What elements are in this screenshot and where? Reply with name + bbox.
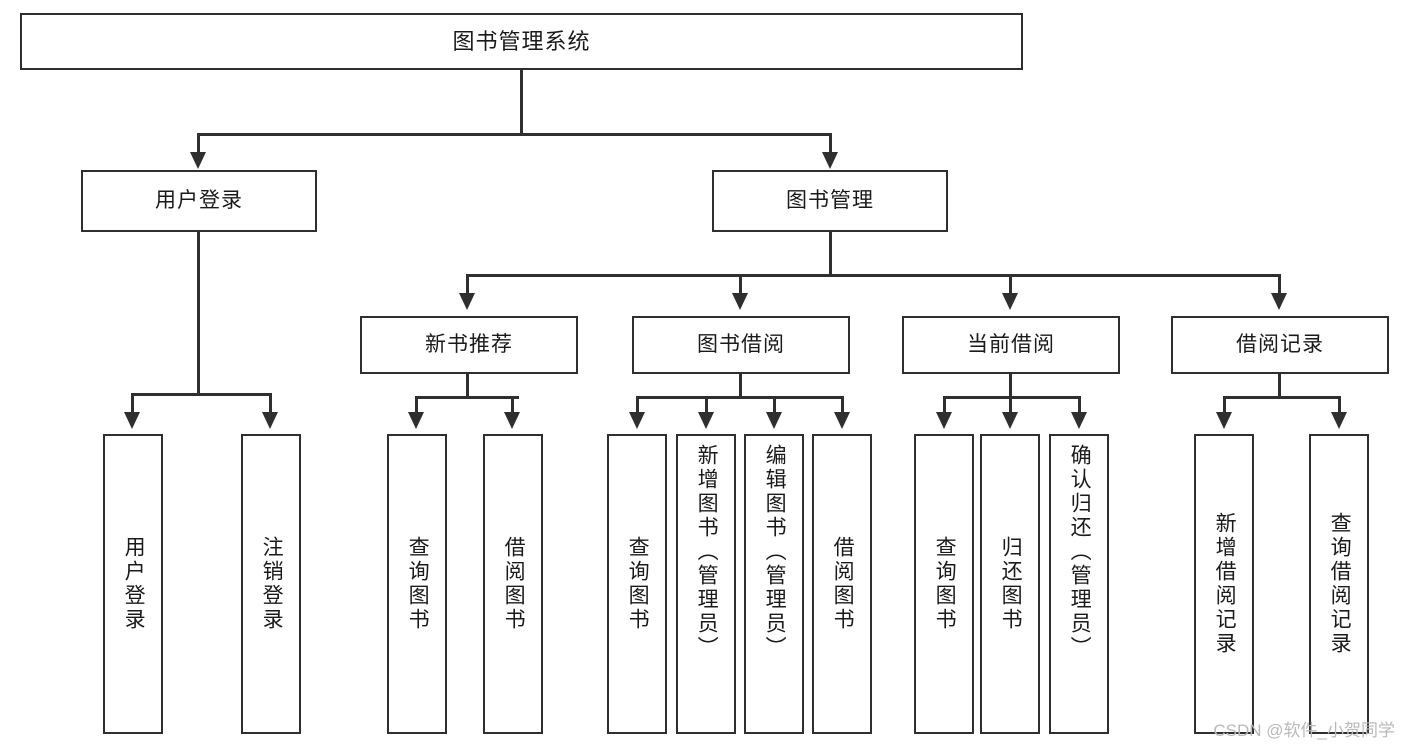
- connector-new-book-bus: [415, 396, 519, 399]
- connector-br-to-leaf-2: [1338, 396, 1341, 415]
- arrowhead-leaf-logout-login: [262, 412, 278, 429]
- node-leaf-borrow-book-2-label: 借阅图书: [831, 536, 855, 632]
- arrowhead-leaf-query-book-1: [408, 412, 424, 429]
- connector-borrow-record-bus: [1223, 396, 1340, 399]
- connector-borrow-record-stem: [1278, 374, 1281, 398]
- connector-cb-to-leaf-2: [1009, 396, 1012, 415]
- node-new-book-recommend[interactable]: 新书推荐: [360, 316, 578, 374]
- node-new-book-recommend-label: 新书推荐: [425, 332, 513, 356]
- node-leaf-edit-book-label: 编辑图书（管理员）: [763, 444, 787, 660]
- node-leaf-query-book-1-label: 查询图书: [406, 536, 430, 632]
- node-leaf-return-book[interactable]: 归还图书: [980, 434, 1040, 734]
- arrowhead-leaf-add-book: [698, 412, 714, 429]
- connector-root-to-user-login: [197, 133, 200, 157]
- arrowhead-leaf-query-book-2: [629, 412, 645, 429]
- node-book-borrow-label: 图书借阅: [697, 332, 785, 356]
- node-leaf-logout-login[interactable]: 注销登录: [241, 434, 301, 734]
- connector-bm-to-borrow-record: [1278, 274, 1281, 296]
- node-book-management[interactable]: 图书管理: [712, 170, 948, 232]
- connector-bb-to-leaf-1: [636, 396, 639, 415]
- arrowhead-user-login: [190, 152, 206, 169]
- connector-bb-to-leaf-2: [705, 396, 708, 415]
- node-leaf-add-book-label: 新增图书（管理员）: [695, 444, 719, 660]
- node-leaf-edit-book[interactable]: 编辑图书（管理员）: [744, 434, 804, 734]
- node-user-login[interactable]: 用户登录: [81, 170, 317, 232]
- csdn-watermark: CSDN @软件_小贺同学: [1213, 721, 1395, 740]
- connector-bb-to-leaf-3: [773, 396, 776, 415]
- node-current-borrow-label: 当前借阅: [967, 332, 1055, 356]
- node-current-borrow[interactable]: 当前借阅: [902, 316, 1120, 374]
- connector-bm-to-book-borrow: [739, 274, 742, 296]
- arrowhead-leaf-borrow-book-2: [834, 412, 850, 429]
- connector-book-management-stem: [829, 232, 832, 276]
- node-leaf-query-book-3[interactable]: 查询图书: [914, 434, 974, 734]
- node-borrow-record[interactable]: 借阅记录: [1171, 316, 1389, 374]
- arrowhead-book-borrow: [732, 293, 748, 310]
- arrowhead-leaf-confirm-return: [1071, 412, 1087, 429]
- node-leaf-confirm-return-label: 确认归还（管理员）: [1068, 444, 1092, 660]
- connector-root-stem: [520, 70, 523, 134]
- node-leaf-logout-login-label: 注销登录: [260, 536, 284, 632]
- node-leaf-query-record-label: 查询借阅记录: [1328, 512, 1352, 656]
- node-leaf-query-record[interactable]: 查询借阅记录: [1309, 434, 1369, 734]
- node-leaf-return-book-label: 归还图书: [999, 536, 1023, 632]
- arrowhead-book-management: [822, 152, 838, 169]
- node-leaf-user-login-label: 用户登录: [122, 536, 146, 632]
- arrowhead-borrow-record: [1271, 293, 1287, 310]
- node-book-management-label: 图书管理: [786, 188, 874, 212]
- connector-cb-to-leaf-3: [1078, 396, 1081, 415]
- node-leaf-add-record[interactable]: 新增借阅记录: [1194, 434, 1254, 734]
- connector-user-login-to-leaf-1: [131, 393, 134, 415]
- connector-book-borrow-bus: [636, 396, 844, 399]
- node-leaf-add-record-label: 新增借阅记录: [1213, 512, 1237, 656]
- node-leaf-add-book[interactable]: 新增图书（管理员）: [676, 434, 736, 734]
- node-leaf-query-book-3-label: 查询图书: [933, 536, 957, 632]
- arrowhead-new-book-recommend: [459, 293, 475, 310]
- node-root[interactable]: 图书管理系统: [20, 13, 1023, 70]
- connector-current-borrow-stem: [1009, 374, 1012, 398]
- node-leaf-borrow-book-2[interactable]: 借阅图书: [812, 434, 872, 734]
- connector-new-book-to-leaf-1: [415, 396, 418, 415]
- connector-user-login-stem: [197, 232, 200, 395]
- connector-user-login-bus: [131, 393, 271, 396]
- node-leaf-borrow-book-1[interactable]: 借阅图书: [483, 434, 543, 734]
- node-borrow-record-label: 借阅记录: [1236, 332, 1324, 356]
- connector-br-to-leaf-1: [1223, 396, 1226, 415]
- connector-root-bus: [197, 133, 831, 136]
- connector-bm-to-new-book: [466, 274, 469, 296]
- node-leaf-user-login[interactable]: 用户登录: [103, 434, 163, 734]
- connector-book-borrow-stem: [739, 374, 742, 398]
- arrowhead-current-borrow: [1002, 293, 1018, 310]
- connector-bm-to-current-borrow: [1009, 274, 1012, 296]
- connector-cb-to-leaf-1: [943, 396, 946, 415]
- connector-bb-to-leaf-4: [841, 396, 844, 415]
- connector-user-login-to-leaf-2: [269, 393, 272, 415]
- node-leaf-query-book-2[interactable]: 查询图书: [607, 434, 667, 734]
- node-book-borrow[interactable]: 图书借阅: [632, 316, 850, 374]
- connector-book-management-bus: [466, 274, 1280, 277]
- arrowhead-leaf-query-book-3: [936, 412, 952, 429]
- connector-new-book-stem: [466, 374, 469, 398]
- node-leaf-confirm-return[interactable]: 确认归还（管理员）: [1049, 434, 1109, 734]
- arrowhead-leaf-edit-book: [766, 412, 782, 429]
- arrowhead-leaf-query-record: [1331, 412, 1347, 429]
- arrowhead-leaf-user-login: [124, 412, 140, 429]
- arrowhead-leaf-return-book: [1002, 412, 1018, 429]
- connector-root-to-book-management: [829, 133, 832, 157]
- node-user-login-label: 用户登录: [155, 188, 243, 212]
- arrowhead-leaf-add-record: [1216, 412, 1232, 429]
- node-leaf-query-book-2-label: 查询图书: [626, 536, 650, 632]
- node-leaf-query-book-1[interactable]: 查询图书: [387, 434, 447, 734]
- node-root-label: 图书管理系统: [452, 28, 591, 54]
- arrowhead-leaf-borrow-book-1: [504, 412, 520, 429]
- connector-new-book-to-leaf-2: [511, 396, 514, 415]
- node-leaf-borrow-book-1-label: 借阅图书: [502, 536, 526, 632]
